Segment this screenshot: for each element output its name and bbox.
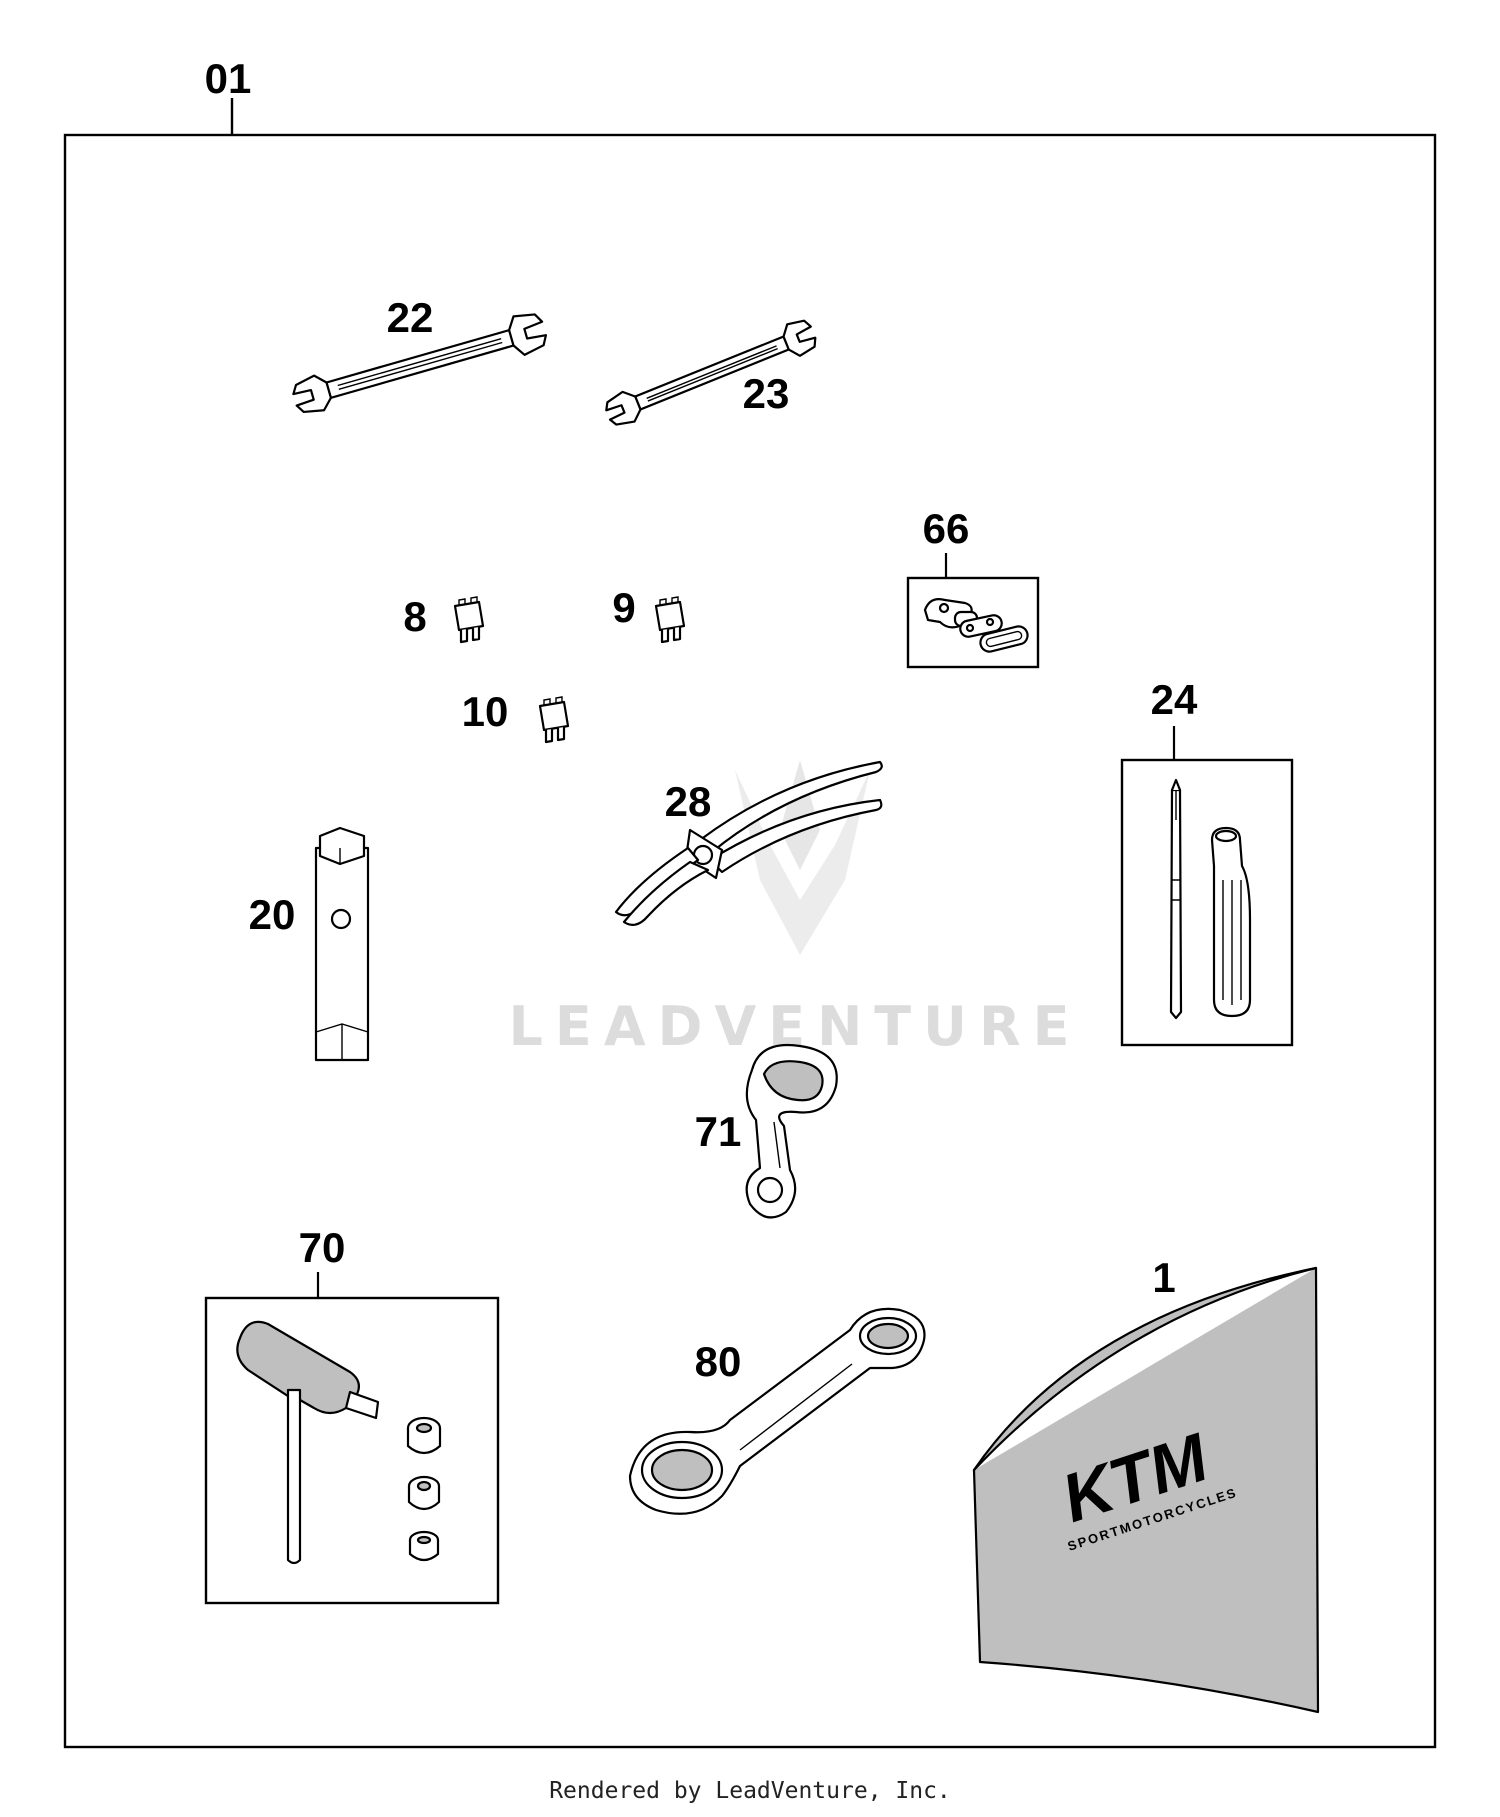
footer-credit: Rendered by LeadVenture, Inc. — [549, 1778, 951, 1804]
callout-9: 9 — [612, 584, 635, 631]
screwdriver-handle — [1210, 826, 1252, 1018]
hex-bit-large — [406, 1416, 442, 1455]
hex-bit-small — [408, 1530, 440, 1562]
fuse-10 — [538, 696, 570, 744]
open-end-wrench-23 — [605, 319, 817, 426]
callout-23: 23 — [743, 370, 790, 417]
callout-28: 28 — [665, 778, 712, 825]
open-end-wrench-22 — [292, 313, 548, 414]
chain-link-box — [906, 576, 1040, 669]
wrench-tool-71 — [745, 1044, 838, 1219]
callout-66: 66 — [923, 505, 970, 552]
pliers — [614, 760, 883, 927]
callout-22: 22 — [387, 294, 434, 341]
chain-master-link — [923, 598, 1029, 653]
double-ring-spanner — [628, 1307, 926, 1515]
fuse-8 — [453, 596, 485, 644]
callout-24: 24 — [1151, 676, 1198, 723]
callout-71: 71 — [695, 1108, 742, 1155]
hex-key-box — [204, 1296, 500, 1605]
screwdriver-shaft — [1169, 778, 1183, 1020]
callout-70: 70 — [299, 1224, 346, 1271]
callout-80: 80 — [695, 1338, 742, 1385]
callout-20: 20 — [249, 891, 296, 938]
callout-10: 10 — [462, 688, 509, 735]
spark-plug-wrench — [314, 826, 370, 1062]
ktm-tool-pouch: KTM SPORTMOTORCYCLES — [972, 1266, 1320, 1714]
hex-bit-medium — [407, 1475, 441, 1511]
callout-8: 8 — [403, 593, 426, 640]
t-handle-hex-key — [236, 1320, 380, 1565]
fuse-9 — [654, 596, 686, 644]
callout-1: 1 — [1152, 1254, 1175, 1301]
callout-01: 01 — [205, 55, 252, 102]
leadventure-watermark: LEADVENTURE — [509, 760, 1069, 1058]
assembly-border — [63, 133, 1437, 1749]
screwdriver-box — [1120, 758, 1294, 1047]
